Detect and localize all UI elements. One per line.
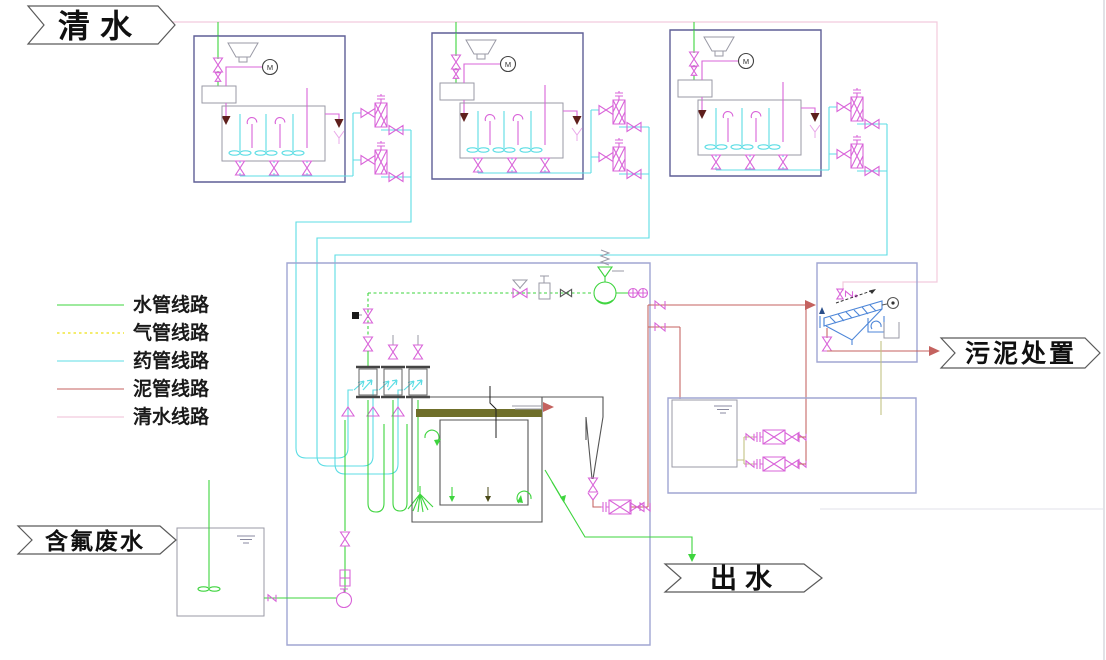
legend-label: 气管线路: [132, 321, 210, 344]
banner-shape: [28, 6, 175, 44]
legend-label: 泥管线路: [133, 377, 210, 400]
pump-valve-icon: [784, 431, 800, 443]
reaction-tank-shell: [412, 397, 542, 522]
flange-icon: [637, 287, 649, 299]
clarifier: [542, 397, 603, 500]
chemical-header-1: [296, 177, 411, 448]
effluent-line: [545, 470, 696, 562]
sludge-tank: [672, 400, 737, 467]
feed-line: [264, 420, 345, 598]
ejector-valve-icon: [414, 345, 423, 359]
effluent-arrow-icon: [688, 554, 696, 562]
cake-chute: [884, 322, 899, 338]
overflow-arrow-icon: [543, 402, 554, 412]
chemical-loop-3: [335, 390, 403, 474]
banner-label: 含氟废水: [45, 528, 145, 554]
sludge-area-box: [668, 398, 916, 493]
unit-water-feeds: [218, 22, 694, 36]
pump-valve-icon: [784, 458, 800, 470]
feed-arrow-icon: [819, 307, 825, 314]
ejector-valve-icon: [389, 345, 398, 359]
banner-fluoride-wastewater: 含氟废水: [18, 526, 176, 554]
water-level-icon: [713, 405, 733, 414]
banner-label: 污泥处置: [965, 340, 1077, 368]
legend-label: 水管线路: [133, 293, 210, 316]
relief-spring-icon: [601, 250, 609, 265]
relief-valve-icon: [598, 267, 612, 282]
screw-direction-line: [836, 290, 874, 303]
press-motor-icon: [888, 298, 899, 309]
sludge-transfer-pump-1: [754, 429, 786, 445]
scum-launder: [416, 409, 542, 417]
flow-arrow-icon: [449, 496, 455, 502]
water-loop-1: [368, 400, 384, 512]
valve-bonnet-icon: [513, 280, 527, 289]
spray-valve-icon: [845, 290, 853, 298]
chemical-header-3: [335, 171, 887, 464]
clarifier-sludge-pump: [593, 305, 651, 515]
disposal-arrow-icon: [929, 346, 940, 356]
dosing-unit-1: [194, 36, 345, 182]
banner-effluent: 出水: [665, 564, 822, 594]
sludge-holding-area: [668, 398, 916, 493]
banner-shape: [941, 338, 1100, 368]
spray-valve-icon: [837, 289, 843, 299]
sludge-lines: [648, 305, 812, 464]
underflow-valve-icon: [589, 478, 598, 492]
main-treatment-area: [287, 263, 650, 645]
blower-pump-icon: [594, 282, 628, 304]
banner-shape: [665, 564, 822, 592]
air-carrier-line: [352, 250, 649, 366]
feed-pump-icon: [337, 586, 352, 608]
dosing-pump-set-3: [821, 88, 887, 176]
feed-valve-icon: [341, 532, 350, 546]
screw-direction-arrow-icon: [869, 289, 876, 294]
filter-regulator-icon: [539, 276, 550, 299]
banner-clean-water: 清水: [28, 6, 175, 44]
air-valve-icon: [364, 337, 373, 351]
banner-shape: [18, 526, 176, 554]
underflow-funnel-icon: [588, 493, 598, 500]
clean-water-line: [172, 22, 937, 290]
water-loop-2: [393, 400, 407, 511]
inner-baffle: [440, 420, 528, 505]
wastewater-feed-system: [177, 420, 352, 616]
legend-label: 药管线路: [133, 349, 210, 372]
circulation-arrow-icon: [517, 495, 523, 503]
legend: 水管线路 气管线路 药管线路 泥管线路 清水线路: [57, 293, 210, 428]
banner-label: 清水: [58, 8, 142, 44]
flow-arrow-icon: [485, 496, 491, 502]
sludge-transfer-pump-2: [754, 456, 786, 472]
flange-icon: [627, 287, 639, 299]
chemical-loop-1: [296, 390, 353, 458]
press-feed-arrow-icon: [805, 300, 816, 310]
press-area-box: [817, 263, 917, 362]
reaction-tank: [412, 386, 554, 522]
screw-press-area: [817, 263, 940, 415]
dosing-unit-2: [432, 33, 583, 179]
wastewater-mixer-icon: [197, 586, 221, 592]
banner-sludge-disposal: 污泥处置: [941, 338, 1100, 368]
screw-press: [820, 301, 884, 345]
dosing-unit-3: [670, 30, 821, 176]
flow-arrow-icon: [560, 495, 566, 503]
water-level-icon: [236, 535, 256, 544]
wastewater-tank: [177, 528, 264, 616]
chemical-loop-2: [317, 390, 378, 466]
sludge-pump-icon: [600, 499, 632, 515]
feed-downpipe: [490, 386, 496, 438]
dosing-pump-set-1: [345, 94, 411, 182]
chemical-header-2: [317, 174, 649, 456]
cake-valve-icon: [823, 337, 832, 351]
press-motor-dot: [891, 301, 895, 305]
circulation-arrow-icon: [434, 439, 441, 446]
line-tag-icon: [352, 312, 359, 319]
dosing-pump-set-2: [583, 91, 649, 179]
banner-label: 出水: [710, 564, 780, 594]
legend-label: 清水线路: [133, 405, 210, 428]
